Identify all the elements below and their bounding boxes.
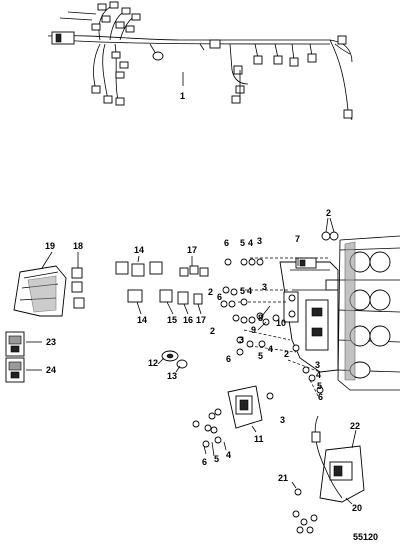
callout-23: 23 <box>46 337 56 347</box>
callout-6: 6 <box>224 238 229 248</box>
callout-18: 18 <box>73 241 83 251</box>
callout-4: 4 <box>247 286 252 296</box>
callout-5: 5 <box>214 454 219 464</box>
callout-labels: 1 2 19 18 14 17 6 5 4 3 7 2 3 5 4 8 14 1… <box>45 91 378 542</box>
wiring-harness <box>47 1 353 121</box>
callout-2: 2 <box>326 208 331 218</box>
callout-6: 6 <box>318 392 323 402</box>
callout-2: 2 <box>284 349 289 359</box>
callout-7: 7 <box>295 234 300 244</box>
callout-5: 5 <box>258 351 263 361</box>
callout-5: 5 <box>240 286 245 296</box>
callout-6: 6 <box>226 354 231 364</box>
callout-19: 19 <box>45 241 55 251</box>
fasteners <box>220 217 339 394</box>
callout-17: 17 <box>196 315 206 325</box>
callout-17: 17 <box>187 245 197 255</box>
callout-21: 21 <box>278 473 288 483</box>
callout-1: 1 <box>180 91 185 101</box>
callout-3: 3 <box>315 360 320 370</box>
electrical-cover <box>13 251 67 317</box>
callout-2: 2 <box>208 287 213 297</box>
sensor-holder <box>192 385 274 457</box>
callout-3: 3 <box>239 335 244 345</box>
callout-3: 3 <box>280 415 285 425</box>
mounting-bracket <box>291 415 365 534</box>
grommet-parts <box>157 350 188 373</box>
callout-5: 5 <box>240 238 245 248</box>
callout-3: 3 <box>257 236 262 246</box>
callout-3: 3 <box>262 282 267 292</box>
callout-9: 9 <box>251 325 256 335</box>
callout-12: 12 <box>148 358 158 368</box>
callout-4: 4 <box>316 370 321 380</box>
callout-6: 6 <box>217 292 222 302</box>
callout-22: 22 <box>350 421 360 431</box>
inset-details <box>5 331 42 383</box>
callout-6: 6 <box>202 457 207 467</box>
callout-5: 5 <box>317 381 322 391</box>
callout-13: 13 <box>167 371 177 381</box>
callout-24: 24 <box>46 365 56 375</box>
control-module-assembly <box>238 257 339 397</box>
callout-10: 10 <box>276 318 286 328</box>
callout-16: 16 <box>183 315 193 325</box>
callout-14: 14 <box>137 315 147 325</box>
callout-4: 4 <box>268 344 273 354</box>
callout-20: 20 <box>352 503 362 513</box>
relays-and-fuses <box>71 252 209 315</box>
engine-block-outline <box>337 235 400 391</box>
callout-15: 15 <box>167 315 177 325</box>
callout-14: 14 <box>134 245 144 255</box>
callout-4: 4 <box>248 238 253 248</box>
callout-4: 4 <box>226 450 231 460</box>
figure-reference-number: 55120 <box>353 532 378 542</box>
callout-11: 11 <box>254 434 264 444</box>
callout-8: 8 <box>258 313 263 323</box>
callout-2: 2 <box>210 326 215 336</box>
